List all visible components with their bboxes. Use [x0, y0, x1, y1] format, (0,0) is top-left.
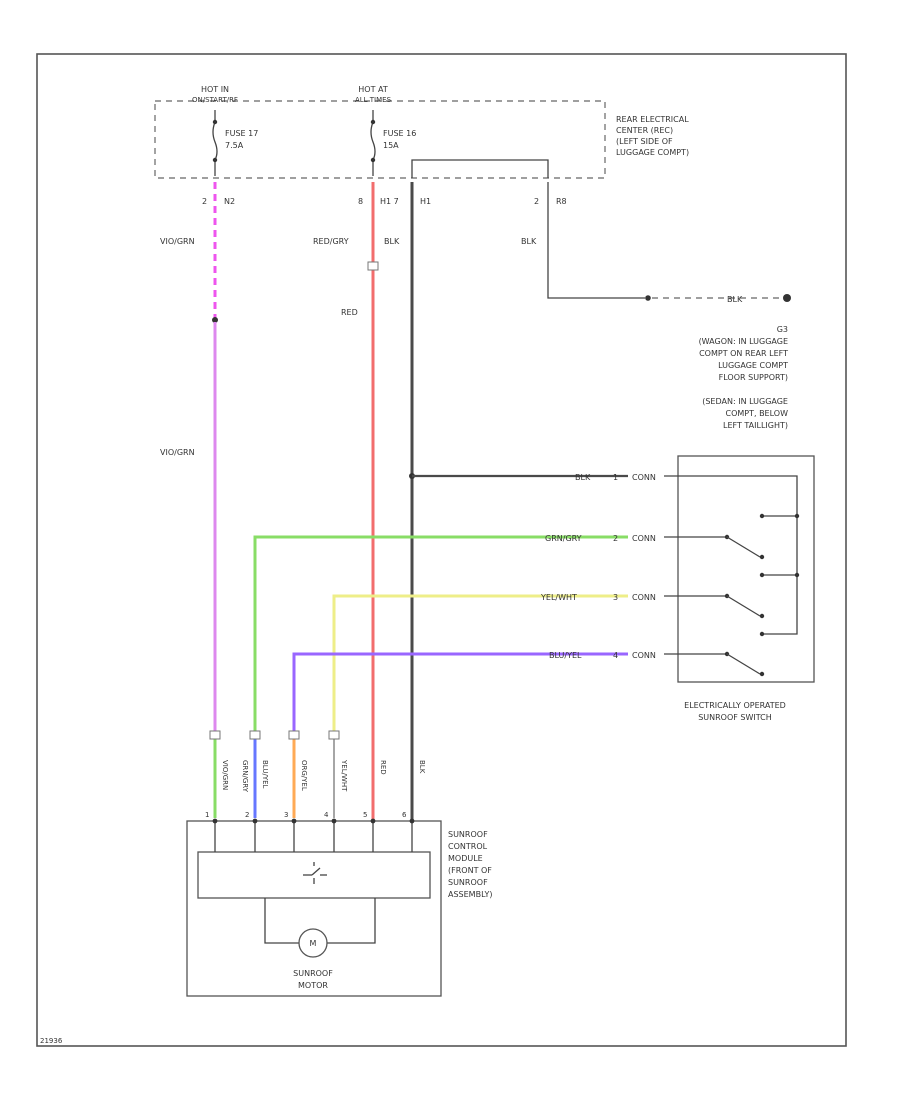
ground-label-line-2: COMPT ON REAR LEFT: [699, 349, 788, 358]
hot-in-label: HOT IN: [201, 85, 229, 94]
rec-label-line-1: REAR ELECTRICAL: [616, 115, 689, 124]
wire-grn-gry: [253, 535, 628, 735]
motor-symbol: M: [310, 939, 317, 948]
fuse-16-label: FUSE 16: [383, 129, 416, 138]
wire-label-vio-grn-mid: VIO/GRN: [160, 448, 195, 457]
module-pin-2: 2: [245, 811, 249, 819]
ground-label-line-5: (SEDAN: IN LUGGAGE: [702, 397, 788, 406]
motor-icon: [298, 928, 328, 958]
rec-pin-3-connector: H1: [420, 197, 431, 206]
rec-label-line-4: LUGGAGE COMPT): [616, 148, 689, 157]
rec-pin-2-connector: H1 7: [380, 197, 399, 206]
module-label-line-5: SUNROOF: [448, 878, 488, 887]
rec-label-line-3: (LEFT SIDE OF: [616, 137, 673, 146]
switch-wire-4-conn: CONN: [632, 651, 656, 660]
rec-label-line-2: CENTER (REC): [616, 126, 673, 135]
hot-at-label: HOT AT: [358, 85, 388, 94]
fuse-16-amp: 15A: [383, 141, 399, 150]
hot-in-condition: ON/START/RF: [192, 96, 238, 104]
wire-label-blk-right: BLK: [521, 237, 537, 246]
switch-wire-3-label: YEL/WHT: [540, 593, 577, 602]
module-wire-label-6: RED: [379, 760, 387, 775]
switch-wire-1-conn: CONN: [632, 473, 656, 482]
ground-g3: G3 (WAGON: IN LUGGAGE COMPT ON REAR LEFT…: [699, 325, 789, 430]
ground-label-line-1: (WAGON: IN LUGGAGE: [699, 337, 788, 346]
module-wire-label-1: VIO/GRN: [221, 760, 229, 790]
module-wire-label-3: BLU/YEL: [261, 760, 269, 789]
switch-label-line-2: SUNROOF SWITCH: [698, 713, 772, 722]
ground-label-line-6: COMPT, BELOW: [725, 409, 788, 418]
module-label-line-2: CONTROL: [448, 842, 488, 851]
wire-label-blk-top: BLK: [384, 237, 400, 246]
switch-wire-3-conn: CONN: [632, 593, 656, 602]
sunroof-switch: BLK 1 CONN GRN/GRY 2 CONN YEL/WHT 3 CONN…: [540, 455, 815, 722]
diagram-reference-code: 21936: [40, 1037, 63, 1045]
wire-label-vio-grn-top: VIO/GRN: [160, 237, 195, 246]
switch-label-line-1: ELECTRICALLY OPERATED: [684, 701, 786, 710]
switch-wire-4-label: BLU/YEL: [549, 651, 582, 660]
switch-wire-1-label: BLK: [575, 473, 591, 482]
wire-ground: [547, 182, 645, 299]
module-connector-wires: [209, 730, 414, 818]
sunroof-control-module: 1 2 3 4 5 6 M SUNROOF MOTOR S: [186, 811, 492, 997]
fuse-17-symbol: [212, 110, 218, 176]
module-wire-label-5: YEL/WHT: [340, 759, 348, 792]
module-wire-label-2: GRN/GRY: [241, 760, 249, 793]
fuse-17-amp: 7.5A: [225, 141, 244, 150]
ground-label-line-4: FLOOR SUPPORT): [719, 373, 788, 382]
rec-connector-pins: 2 N2 8 H1 7 H1 2 R8: [202, 197, 567, 206]
rec-pin-2-number: 8: [358, 197, 363, 206]
motor-label-line-1: SUNROOF: [293, 969, 333, 978]
switch-wire-1-pin: 1: [613, 473, 618, 482]
switch-wire-2-label: GRN/GRY: [545, 534, 582, 543]
module-wire-label-7: BLK: [418, 760, 426, 774]
rear-electrical-center: HOT IN ON/START/RF HOT AT ALL TIMES FUSE…: [154, 85, 689, 179]
hot-at-condition: ALL TIMES: [355, 96, 392, 104]
switch-wire-2-conn: CONN: [632, 534, 656, 543]
module-pin-3: 3: [284, 811, 288, 819]
module-label-line-3: MODULE: [448, 854, 483, 863]
wire-label-red-gry: RED/GRY: [313, 237, 349, 246]
wire-blu-yel: [292, 652, 628, 735]
motor-label-line-2: MOTOR: [298, 981, 328, 990]
wire-label-red: RED: [341, 308, 358, 317]
switch-wire-3-pin: 3: [613, 593, 618, 602]
rec-pin-1-number: 2: [202, 197, 207, 206]
ground-id: G3: [777, 325, 788, 334]
ground-label-line-7: LEFT TAILLIGHT): [723, 421, 788, 430]
module-relay-icon: [303, 862, 327, 884]
module-pin-5: 5: [363, 811, 367, 819]
module-label-line-4: (FRONT OF: [448, 866, 492, 875]
wire-label-ground: BLK: [727, 295, 743, 304]
ground-label-line-3: LUGGAGE COMPT: [718, 361, 788, 370]
wire-yel-wht: [332, 594, 628, 735]
diagram-frame: [36, 53, 847, 1047]
module-label-line-6: ASSEMBLY): [448, 890, 492, 899]
switch-wire-4-pin: 4: [613, 651, 618, 660]
rec-pin-4-connector: R8: [556, 197, 567, 206]
module-pin-6: 6: [402, 811, 407, 819]
module-pin-4: 4: [324, 811, 329, 819]
rec-pin-4-number: 2: [534, 197, 539, 206]
module-wire-label-4: ORG/YEL: [300, 760, 308, 791]
module-pin-1: 1: [205, 811, 209, 819]
fuse-17-label: FUSE 17: [225, 129, 258, 138]
switch-wire-2-pin: 2: [613, 534, 618, 543]
fuse-16-symbol: [370, 110, 376, 176]
module-label-line-1: SUNROOF: [448, 830, 488, 839]
rec-pin-1-connector: N2: [224, 197, 235, 206]
